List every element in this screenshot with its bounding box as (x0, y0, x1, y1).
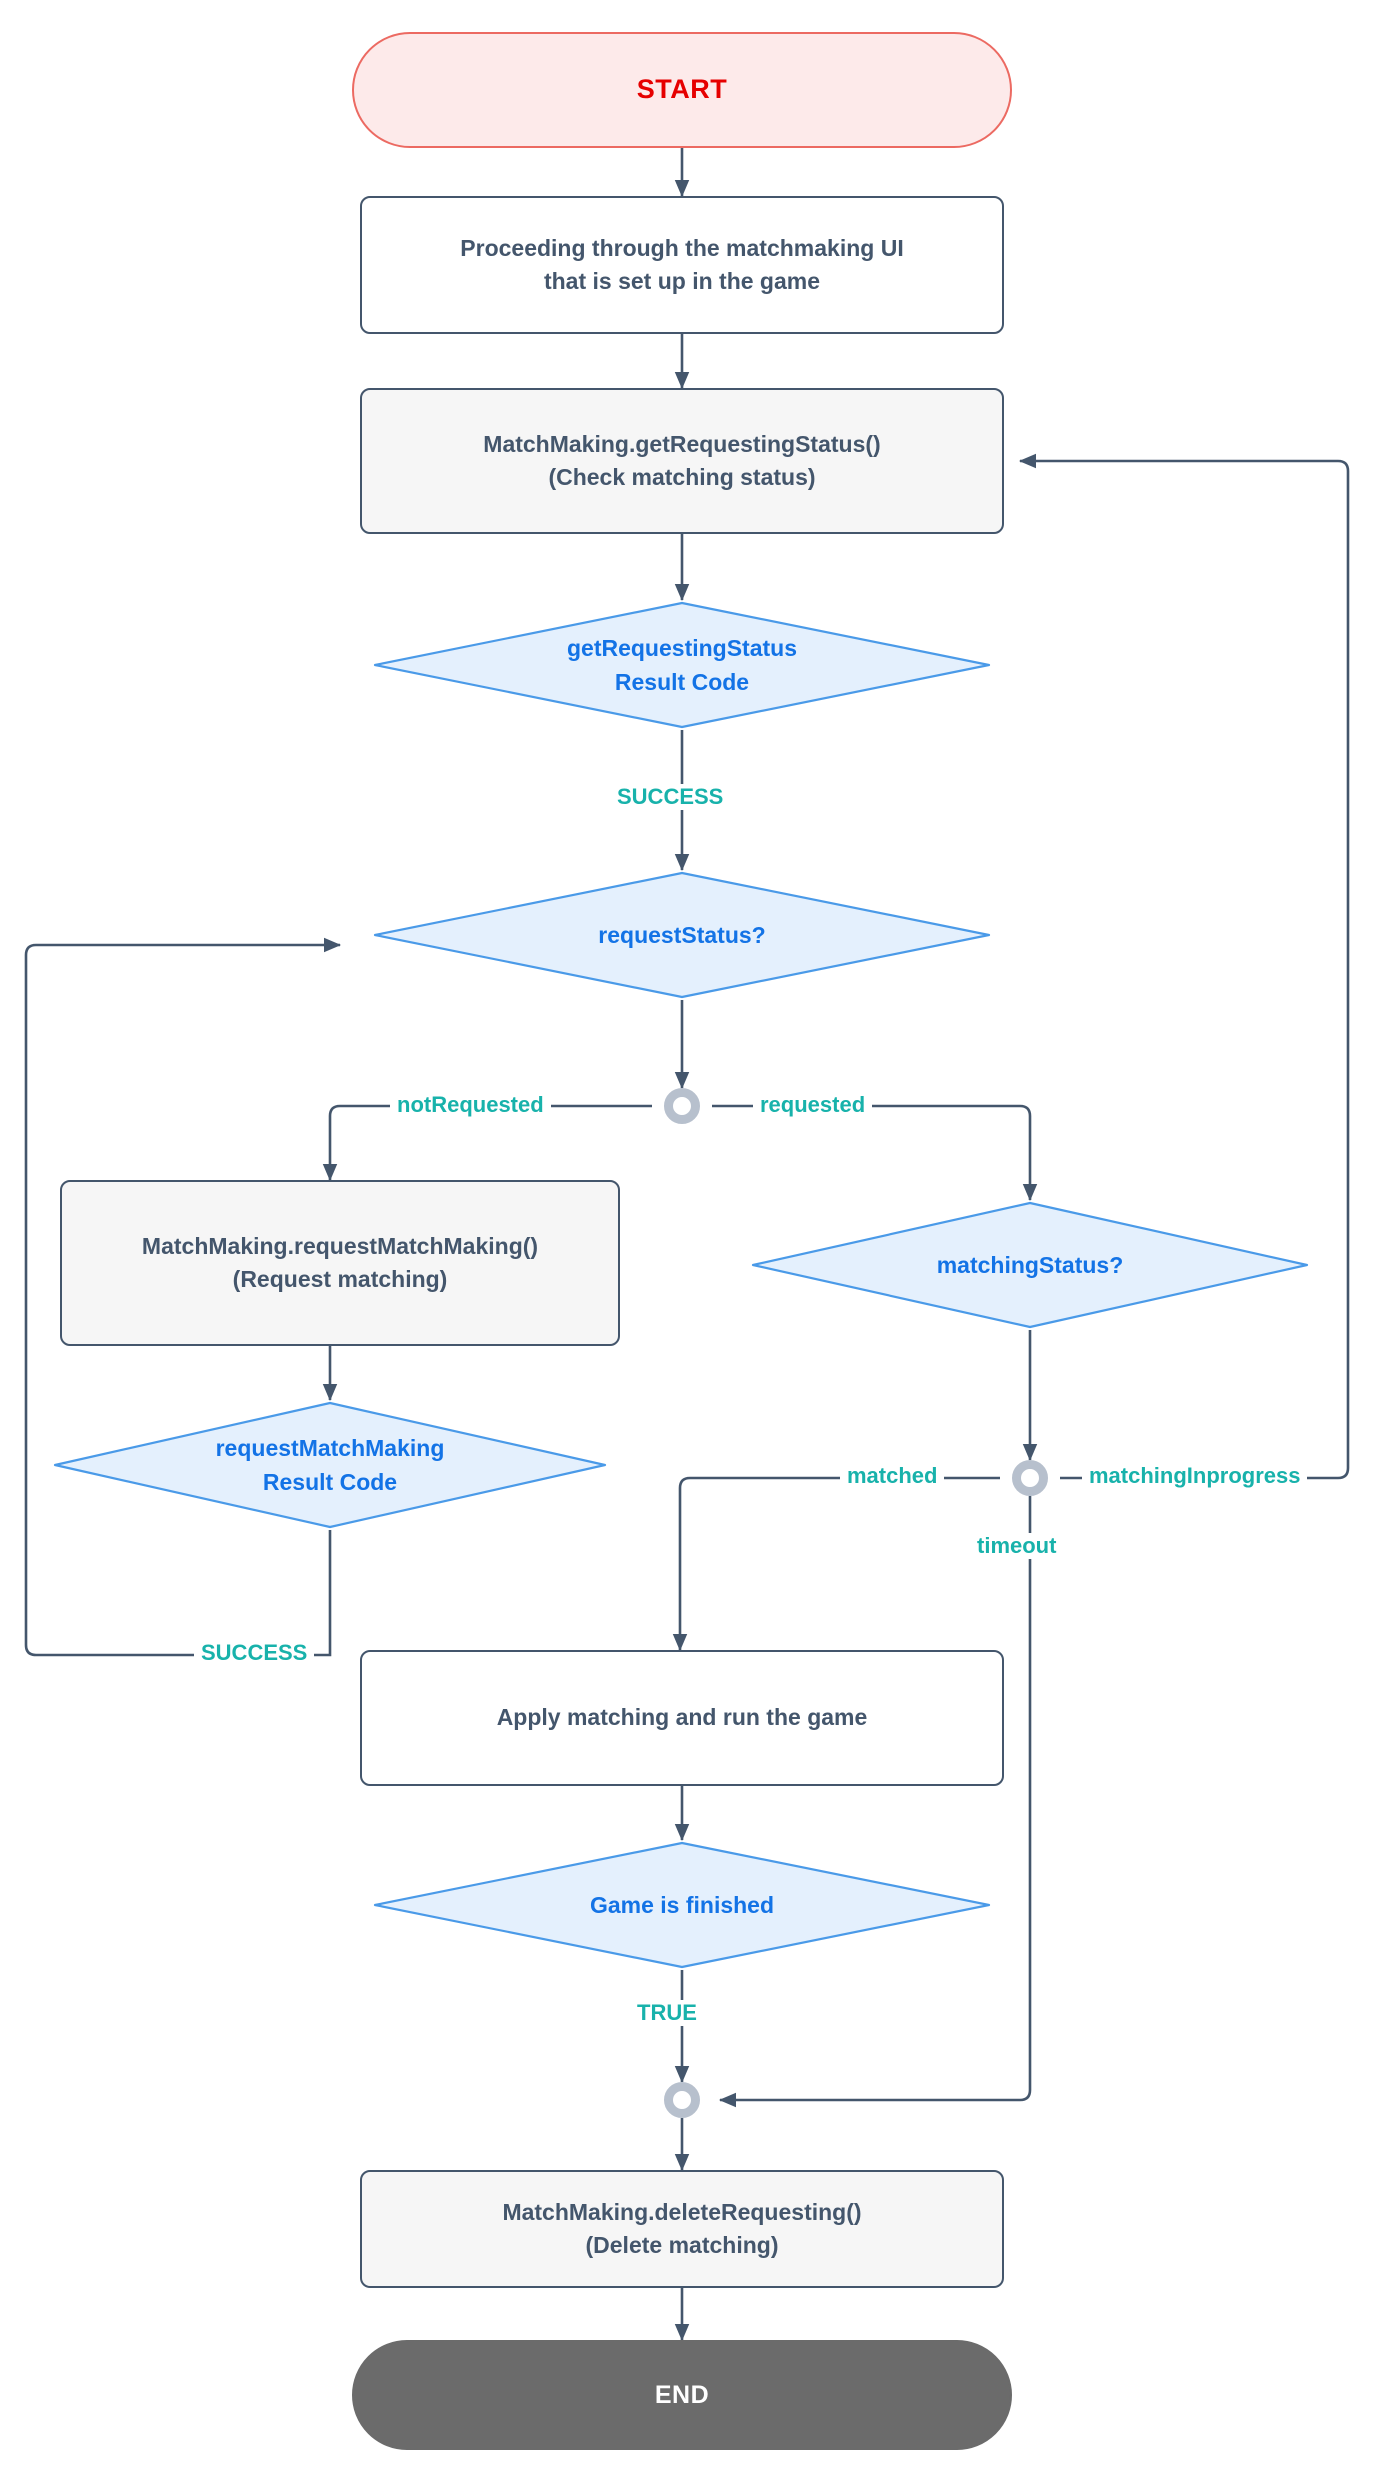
edge-label-requested: requested (753, 1092, 873, 1118)
decision-request-status[interactable]: requestStatus? (372, 870, 992, 1000)
decision-request-matchmaking-result[interactable]: requestMatchMaking Result Code (52, 1400, 608, 1530)
decision-game-finished-line1: Game is finished (589, 1891, 775, 1918)
process-request-matchmaking[interactable]: MatchMaking.requestMatchMaking() (Reques… (60, 1180, 620, 1346)
process-matchmaking-ui-line1: Proceeding through the matchmaking UI (460, 234, 904, 261)
process-request-matchmaking-line2: (Request matching) (232, 1266, 448, 1292)
process-delete-requesting[interactable]: MatchMaking.deleteRequesting() (Delete m… (360, 2170, 1004, 2288)
start-label: START (636, 74, 728, 105)
decision-get-requesting-status-result[interactable]: getRequestingStatus Result Code (372, 600, 992, 730)
process-delete-requesting-line2: (Delete matching) (585, 2232, 779, 2258)
junction-matching-status (1012, 1460, 1048, 1496)
end-label: END (654, 2380, 710, 2409)
decision-get-requesting-status-result-line1: getRequestingStatus (566, 634, 798, 661)
diamond-shape (373, 1841, 991, 1969)
decision-matching-status[interactable]: matchingStatus? (750, 1200, 1310, 1330)
diamond-shape (53, 1401, 607, 1529)
diamond-shape (373, 871, 991, 999)
junction-game-end (664, 2082, 700, 2118)
edge-label-success-status: SUCCESS (610, 784, 731, 810)
diamond-shape (751, 1201, 1309, 1329)
edge-matched (672, 1476, 1000, 1652)
decision-matching-status-line1: matchingStatus? (936, 1251, 1124, 1278)
process-matchmaking-ui-line2: that is set up in the game (543, 268, 821, 294)
process-matchmaking-ui[interactable]: Proceeding through the matchmaking UI th… (360, 196, 1004, 334)
process-get-requesting-status-line2: (Check matching status) (548, 464, 816, 490)
process-delete-requesting-line1: MatchMaking.deleteRequesting() (502, 2198, 862, 2225)
decision-request-matchmaking-result-line2: Result Code (262, 1469, 398, 1495)
edge-label-not-requested: notRequested (390, 1092, 551, 1118)
decision-request-matchmaking-result-line1: requestMatchMaking (215, 1434, 445, 1461)
end-terminator[interactable]: END (352, 2340, 1012, 2450)
process-get-requesting-status[interactable]: MatchMaking.getRequestingStatus() (Check… (360, 388, 1004, 534)
decision-game-finished[interactable]: Game is finished (372, 1840, 992, 1970)
decision-get-requesting-status-result-line2: Result Code (614, 669, 750, 695)
diamond-shape (373, 601, 991, 729)
start-terminator[interactable]: START (352, 32, 1012, 148)
process-request-matchmaking-line1: MatchMaking.requestMatchMaking() (141, 1232, 539, 1259)
edge-label-true: TRUE (630, 2000, 704, 2026)
junction-request-status (664, 1088, 700, 1124)
process-apply-matching-line1: Apply matching and run the game (496, 1704, 868, 1731)
edge-label-matched: matched (840, 1463, 945, 1489)
process-apply-matching[interactable]: Apply matching and run the game (360, 1650, 1004, 1786)
edge-label-success-request: SUCCESS (194, 1640, 315, 1666)
edge-label-matching-inprogress: matchingInprogress (1082, 1463, 1308, 1489)
decision-request-status-line1: requestStatus? (598, 921, 766, 948)
edge-label-timeout: timeout (970, 1533, 1064, 1559)
process-get-requesting-status-line1: MatchMaking.getRequestingStatus() (483, 430, 881, 457)
edge-requested (712, 1104, 1038, 1202)
edge-timeout (718, 1496, 1032, 2108)
